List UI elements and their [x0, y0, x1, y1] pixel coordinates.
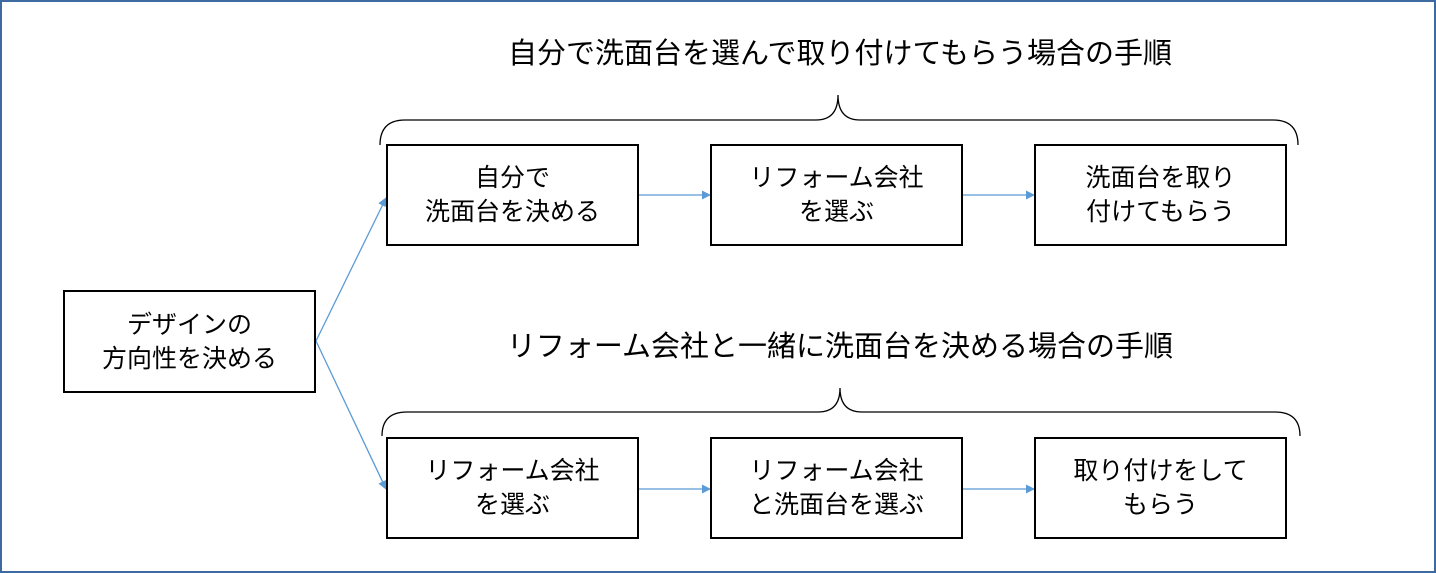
route-a-step-2-line-2: を選ぶ	[798, 197, 874, 226]
branch-arrow-bottom	[315, 340, 387, 490]
route-b-step-3-line-2: もらう	[1122, 490, 1198, 519]
route-a-brace	[379, 94, 1299, 146]
route-a-step-3-line-1: 洗面台を取り	[1085, 163, 1236, 192]
route-b-brace	[381, 387, 1301, 437]
route-a-step-1-line-2: 洗面台を決める	[424, 197, 600, 226]
route-a-step-1-line-1: 自分で	[474, 163, 550, 192]
route-a-step-2-line-1: リフォーム会社	[749, 163, 924, 192]
route-b-step-3-line-1: 取り付けをして	[1073, 456, 1248, 485]
start-step-line-2: 方向性を決める	[101, 343, 277, 373]
route-b-step-1-line-2: を選ぶ	[474, 490, 550, 519]
route-b-step-2-line-1: リフォーム会社	[749, 456, 924, 485]
start-step-box: デザインの 方向性を決める	[63, 290, 316, 393]
route-b-heading: リフォーム会社と一緒に洗面台を決める場合の手順	[506, 329, 1174, 363]
route-b-step-3: 取り付けをして もらう	[1034, 437, 1287, 539]
route-b-step-1: リフォーム会社 を選ぶ	[386, 437, 639, 539]
route-a-step-3: 洗面台を取り 付けてもらう	[1034, 144, 1287, 246]
route-b-step-2-line-2: と洗面台を選ぶ	[748, 490, 924, 519]
route-b-step-1-line-1: リフォーム会社	[425, 456, 600, 485]
route-a-step-2: リフォーム会社 を選ぶ	[710, 144, 963, 246]
branch-arrow-top	[315, 197, 387, 342]
route-a-step-3-line-2: 付けてもらう	[1086, 197, 1235, 226]
route-a-step-1: 自分で 洗面台を決める	[386, 144, 639, 246]
start-step-line-1: デザインの	[126, 309, 252, 339]
route-a-heading: 自分で洗面台を選んで取り付けてもらう場合の手順	[507, 36, 1173, 70]
route-b-step-2: リフォーム会社 と洗面台を選ぶ	[710, 437, 963, 539]
